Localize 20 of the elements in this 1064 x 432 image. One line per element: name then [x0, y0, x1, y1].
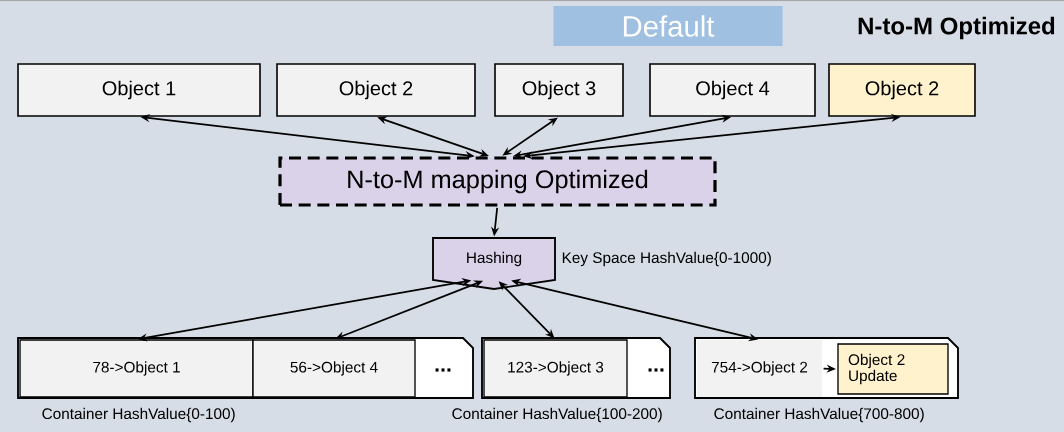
- object-box: Object 2: [276, 63, 476, 117]
- hashing-box: Hashing: [432, 237, 556, 290]
- node-label: Container HashValue{700-800): [714, 407, 924, 423]
- mapping-box: N-to-M mapping Optimized: [278, 156, 717, 207]
- ellipsis: ...: [648, 368, 664, 372]
- entry-box: 123->Object 3: [483, 339, 628, 398]
- object-box: Object 1: [17, 63, 261, 117]
- entry-box: 78->Object 1: [19, 339, 254, 398]
- node-label: Container HashValue{100-200): [452, 407, 662, 423]
- node-label: Container HashValue{0-100): [42, 407, 235, 423]
- object-box: Object 3: [494, 63, 624, 117]
- legend-tag: Default: [553, 6, 783, 46]
- title: N-to-M Optimized: [858, 16, 1055, 40]
- node-label: Key Space HashValue{0-1000): [562, 251, 771, 267]
- object-box: Object 2: [828, 63, 976, 117]
- update-box: Object 2 Update: [837, 343, 949, 395]
- ellipsis: ...: [435, 368, 451, 372]
- entry-text: 754->Object 2: [697, 340, 822, 397]
- entry-box: 56->Object 4: [252, 339, 416, 398]
- object-box: Object 4: [649, 63, 816, 117]
